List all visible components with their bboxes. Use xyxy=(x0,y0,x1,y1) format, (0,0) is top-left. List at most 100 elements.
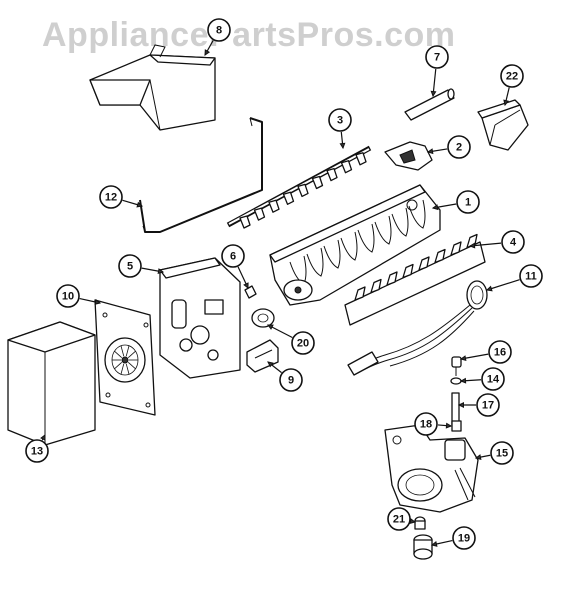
callout-circle-18 xyxy=(414,412,438,436)
callout-14: 14 xyxy=(459,367,505,391)
callout-number-10: 10 xyxy=(62,291,74,303)
leader-arrowhead-7 xyxy=(430,90,437,98)
callout-number-13: 13 xyxy=(31,446,43,458)
callout-circle-21 xyxy=(387,507,411,531)
callout-number-3: 3 xyxy=(337,115,343,127)
callout-17: 17 xyxy=(457,393,500,417)
part-14-washer xyxy=(450,377,462,385)
watermark-text: AppliancePartsPros.com xyxy=(42,16,455,54)
callout-number-21: 21 xyxy=(393,514,405,526)
part-8-fill-duct xyxy=(89,44,216,131)
callout-circle-19 xyxy=(452,526,476,550)
callout-19: 19 xyxy=(430,526,476,550)
leader-arrowhead-16 xyxy=(459,355,467,362)
leader-arrowhead-5 xyxy=(157,268,165,275)
callout-number-15: 15 xyxy=(496,448,508,460)
callout-number-17: 17 xyxy=(482,400,494,412)
callout-circle-16 xyxy=(488,340,512,364)
callout-8: 8 xyxy=(204,18,231,57)
leader-line-11 xyxy=(486,279,520,291)
callout-circle-13 xyxy=(25,439,49,463)
leader-arrowhead-22 xyxy=(503,99,510,107)
callout-number-9: 9 xyxy=(288,375,294,387)
callout-circle-8 xyxy=(207,18,231,42)
part-15-water-valve xyxy=(384,424,479,513)
callout-12: 12 xyxy=(99,185,144,209)
callout-circle-7 xyxy=(425,45,449,69)
callout-number-4: 4 xyxy=(510,237,517,249)
callout-3: 3 xyxy=(328,108,352,150)
callout-circle-5 xyxy=(118,254,142,278)
callout-circle-20 xyxy=(291,331,315,355)
callout-circle-9 xyxy=(279,368,303,392)
leader-arrowhead-11 xyxy=(485,285,493,292)
callout-number-11: 11 xyxy=(525,271,537,283)
callout-circle-22 xyxy=(500,64,524,88)
part-6-clip xyxy=(244,285,257,299)
callout-number-16: 16 xyxy=(494,347,506,359)
callout-circle-12 xyxy=(99,185,123,209)
leader-arrowhead-6 xyxy=(243,282,249,290)
callout-15: 15 xyxy=(474,441,514,465)
part-5-module-housing xyxy=(159,257,241,379)
leader-arrowhead-13 xyxy=(40,433,46,441)
part-16-screw xyxy=(451,356,462,376)
callout-circle-3 xyxy=(328,108,352,132)
part-2-bracket xyxy=(384,141,433,171)
part-11-wire-harness xyxy=(347,280,488,376)
callout-11: 11 xyxy=(485,264,543,292)
mold-cavities xyxy=(289,199,426,285)
callout-number-20: 20 xyxy=(297,338,309,350)
leader-arrowhead-8 xyxy=(204,49,211,57)
leader-arrowhead-9 xyxy=(267,361,274,368)
callout-4: 4 xyxy=(468,230,525,254)
plate-gear-spokes xyxy=(112,345,138,375)
callout-7: 7 xyxy=(425,45,449,98)
leader-arrowhead-14 xyxy=(459,377,467,384)
leader-arrowhead-21 xyxy=(409,518,417,524)
callout-circle-6 xyxy=(221,244,245,268)
leader-arrowhead-18 xyxy=(445,422,453,429)
leader-line-4 xyxy=(469,242,502,247)
callout-circle-15 xyxy=(490,441,514,465)
callout-circle-14 xyxy=(481,367,505,391)
callout-circle-1 xyxy=(456,190,480,214)
callout-circle-11 xyxy=(519,264,543,288)
leader-arrowhead-20 xyxy=(266,324,274,330)
leader-arrowhead-3 xyxy=(339,142,346,150)
callout-22: 22 xyxy=(500,64,524,107)
callout-circle-10 xyxy=(56,284,80,308)
part-20-gear xyxy=(251,308,275,328)
part-17-inlet-tube xyxy=(451,392,460,426)
callout-10: 10 xyxy=(56,284,102,308)
callout-9: 9 xyxy=(267,361,303,392)
part-21-bushing xyxy=(414,516,426,530)
callout-number-2: 2 xyxy=(456,142,462,154)
callout-number-12: 12 xyxy=(105,192,117,204)
callout-20: 20 xyxy=(266,324,315,355)
leader-arrowhead-2 xyxy=(426,148,434,155)
callout-number-18: 18 xyxy=(420,419,432,431)
callout-6: 6 xyxy=(221,244,249,290)
leader-arrowhead-1 xyxy=(431,204,439,211)
callout-13: 13 xyxy=(25,433,49,463)
part-1-ice-mold xyxy=(269,184,441,306)
callout-18: 18 xyxy=(414,412,453,436)
part-3-ejector-shaft xyxy=(226,145,372,229)
callout-circle-17 xyxy=(476,393,500,417)
callout-number-19: 19 xyxy=(458,533,470,545)
ejector-blades xyxy=(239,152,367,229)
callout-number-22: 22 xyxy=(506,71,518,83)
callout-21: 21 xyxy=(387,507,417,531)
leader-arrowhead-19 xyxy=(430,541,438,547)
part-18-nut xyxy=(451,420,462,432)
callout-5: 5 xyxy=(118,254,165,278)
part-12-bail-arm xyxy=(139,117,263,233)
part-10-mounting-plate xyxy=(94,299,156,416)
callout-number-6: 6 xyxy=(230,251,236,263)
leader-arrowhead-17 xyxy=(457,402,465,408)
callout-number-14: 14 xyxy=(487,374,500,386)
